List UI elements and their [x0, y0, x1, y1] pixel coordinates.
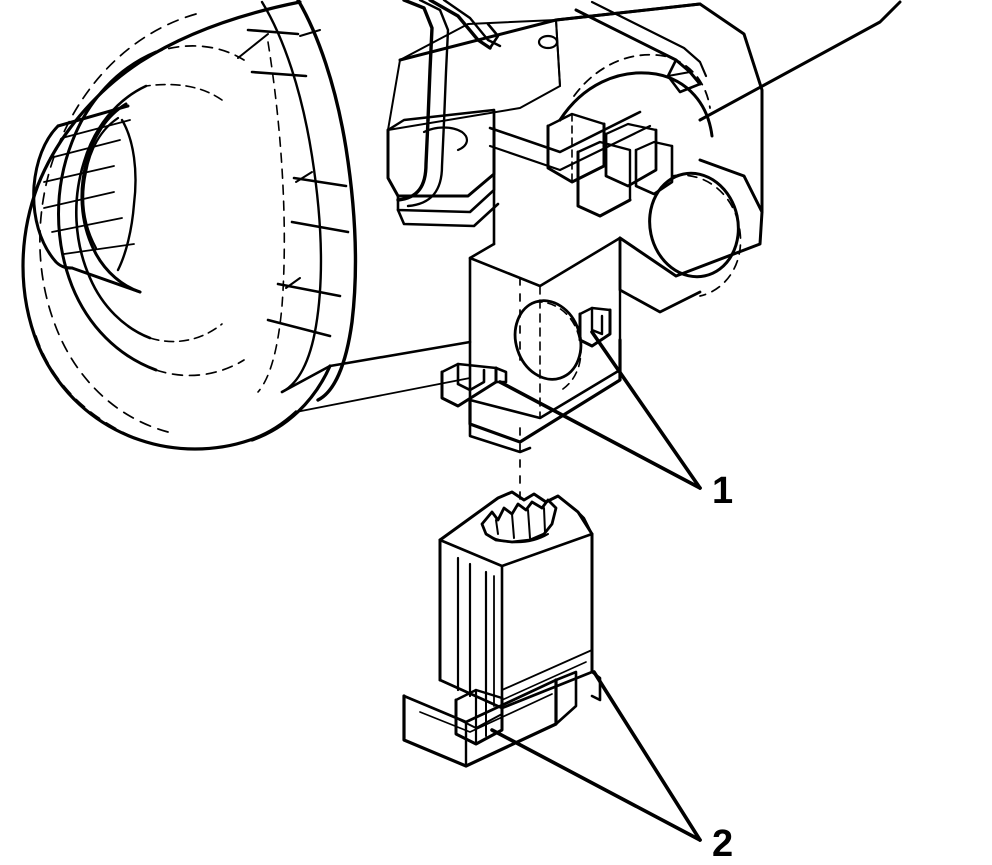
bracket-shelf-upper	[488, 110, 642, 154]
bracket-left-box-hole	[422, 126, 468, 152]
housing-rib-divider-6	[266, 318, 332, 338]
bracket-skirt	[468, 422, 532, 454]
bracket-right-housing-upper	[554, 2, 764, 214]
housing-boss-arc-outer	[57, 50, 158, 372]
bracket-clip-tab-lower	[440, 362, 508, 408]
clip-tab-lower-notch-base	[456, 382, 472, 392]
clip-tab-lower-outline	[440, 366, 498, 408]
bracket-strut-upper	[328, 340, 472, 368]
spline-line-4	[43, 191, 115, 209]
housing-front-face-circle	[39, 13, 197, 433]
spline-line-1	[61, 119, 131, 139]
bracket-clip-tab-upper	[578, 306, 612, 348]
bracket-large-bore-hidden	[671, 174, 742, 297]
clip-tab-upper-outline	[578, 308, 612, 348]
spline-line-3	[43, 165, 115, 183]
latch-tooth-2	[511, 513, 515, 539]
housing-rib-edge-2	[295, 171, 313, 183]
connector-top-profile	[438, 490, 594, 542]
spline-line-2	[49, 139, 121, 159]
latch-tooth-4	[543, 507, 546, 533]
bracket-post-center-top	[576, 140, 632, 202]
wire-retainer-left-leg	[402, 0, 434, 122]
leader-2-to-base-tab	[490, 728, 702, 842]
leader-1-to-upper-clip	[590, 330, 702, 490]
connector-base-inner-shelf	[419, 693, 553, 733]
callout-label-1: 1	[712, 470, 733, 512]
bracket-post-left	[546, 122, 606, 184]
leader-1-to-lower-clip	[498, 380, 702, 490]
latch-tooth-1	[495, 519, 499, 535]
callout-leaders	[490, 0, 902, 842]
housing-rib-edge-1b	[299, 29, 321, 37]
shaft-bottom-edge	[70, 266, 142, 294]
housing-boss-inner-hidden-lower	[149, 323, 223, 343]
bracket-strut-lower	[295, 377, 471, 413]
mounting-bracket	[280, 0, 764, 454]
connector-base-right-chamfer	[554, 670, 578, 726]
leader-bracket-upper-right	[698, 0, 902, 122]
housing-boss-arc-upper-hidden	[155, 45, 245, 61]
leader-2-to-side-tab	[592, 670, 702, 842]
shaft-end-face	[32, 124, 74, 270]
callout-label-2: 2	[712, 823, 733, 865]
wire-retainer-diagonal	[428, 0, 492, 50]
wire-retainer-tip	[486, 22, 500, 50]
electrical-connector	[402, 490, 602, 768]
bracket-shelf-lower	[488, 124, 652, 172]
housing-rib-divider-1	[246, 28, 300, 36]
connector-top-front-edge	[500, 532, 594, 568]
clip-tab-upper-notch	[590, 306, 604, 336]
housing-hidden-rim-line	[257, 41, 286, 393]
housing-rib-edge-3	[285, 277, 301, 289]
bracket-post-right	[604, 128, 658, 188]
bracket-post-far-right	[634, 144, 674, 196]
bracket-plate-front-edge	[555, 19, 561, 87]
shaft-collar-outer	[80, 102, 142, 294]
bracket-strut-joint	[280, 364, 332, 394]
shaft-tip-contour	[116, 118, 137, 272]
bracket-left-box-bottom	[396, 202, 500, 228]
bracket-right-housing-lower	[618, 158, 764, 278]
rod-end-cap	[666, 58, 702, 94]
bracket-mounting-hole	[537, 34, 559, 50]
housing-rib-divider-2	[250, 70, 308, 78]
housing-boss-arc-inner	[74, 84, 152, 340]
housing-boss-arc-lower-hidden	[155, 359, 245, 377]
latch-tooth-3	[527, 509, 531, 539]
bracket-mid-bottom-face	[468, 368, 622, 420]
bracket-oval-recess-hidden	[533, 301, 582, 393]
housing-boss-inner-hidden-upper	[145, 83, 223, 101]
connector-latch-recess	[480, 498, 558, 544]
connector-side-rail-line	[501, 649, 593, 691]
housing-bottom-hidden-arc	[35, 335, 141, 441]
bracket-post-far-right-top	[634, 140, 674, 152]
housing-rib-edge-1	[237, 33, 269, 59]
latch-recess-inner-base	[485, 533, 549, 544]
rod-upper-edge	[574, 8, 702, 86]
lock-tab-base-step	[455, 713, 503, 729]
bracket-post-center	[576, 150, 632, 218]
housing-rim-inner-edge	[260, 0, 323, 394]
spline-line-5	[51, 217, 123, 233]
rod-end-cap-line	[667, 71, 691, 77]
wire-retainer-left-leg-inner	[418, 0, 450, 124]
wire-retainer-wrap-inner	[406, 120, 446, 208]
shaft-top-edge	[56, 104, 130, 128]
bracket-right-housing-front	[618, 236, 702, 314]
housing-rib-divider-4	[290, 220, 350, 234]
rod-lower-edge	[590, 0, 708, 78]
motor-housing	[21, 0, 358, 451]
connector-top-right-corner	[576, 510, 594, 536]
hose-outer-arc	[558, 71, 714, 138]
hose-hidden-arc	[573, 53, 711, 109]
housing-rib-divider-3	[292, 176, 348, 188]
connector-side-rail-line-2	[501, 661, 587, 701]
wire-retainer-wrap	[396, 118, 430, 202]
connector-lock-tab-base	[454, 688, 504, 746]
spline-line-6	[63, 243, 135, 255]
